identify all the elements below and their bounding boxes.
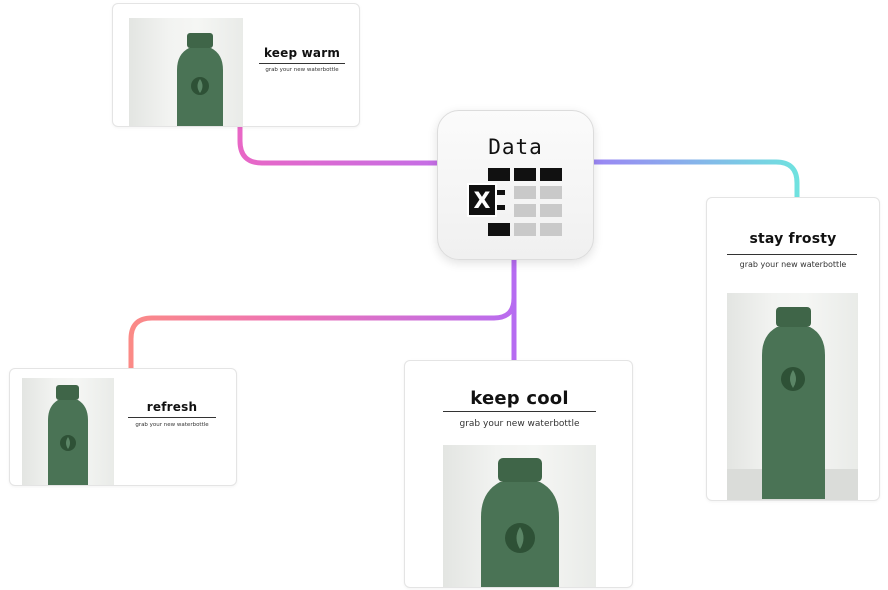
water-bottle-icon xyxy=(481,458,559,587)
card-subtitle: grab your new waterbottle xyxy=(265,67,339,73)
connector-stay-frosty xyxy=(591,159,800,200)
connector-refresh xyxy=(128,257,517,371)
water-bottle-icon xyxy=(177,33,223,126)
title-divider xyxy=(128,417,216,418)
connector-keep-warm xyxy=(237,124,443,166)
data-hub[interactable]: Data X xyxy=(437,110,594,260)
product-photo xyxy=(443,445,596,587)
card-keep-warm[interactable]: keep warm grab your new waterbottle xyxy=(112,3,360,127)
card-keep-cool[interactable]: keep cool grab your new waterbottle xyxy=(404,360,633,588)
card-subtitle: grab your new waterbottle xyxy=(739,260,847,269)
excel-spreadsheet-icon: X xyxy=(467,168,562,236)
card-title: refresh xyxy=(146,400,198,414)
title-divider xyxy=(443,411,596,412)
product-photo xyxy=(727,293,858,500)
card-title: stay frosty xyxy=(749,231,837,247)
title-divider xyxy=(259,63,345,64)
water-bottle-icon xyxy=(727,307,858,500)
card-refresh[interactable]: refresh grab your new waterbottle xyxy=(9,368,237,486)
product-photo xyxy=(129,18,243,126)
card-subtitle: grab your new waterbottle xyxy=(135,422,209,428)
product-photo xyxy=(22,378,114,485)
water-bottle-icon xyxy=(48,385,88,485)
card-title: keep warm xyxy=(263,46,341,60)
card-stay-frosty[interactable]: stay frosty grab your new waterbottle xyxy=(706,197,880,501)
hub-title: Data xyxy=(488,135,543,159)
card-title: keep cool xyxy=(470,388,569,409)
title-divider xyxy=(727,254,857,255)
svg-text:X: X xyxy=(474,189,491,214)
card-subtitle: grab your new waterbottle xyxy=(459,419,580,429)
